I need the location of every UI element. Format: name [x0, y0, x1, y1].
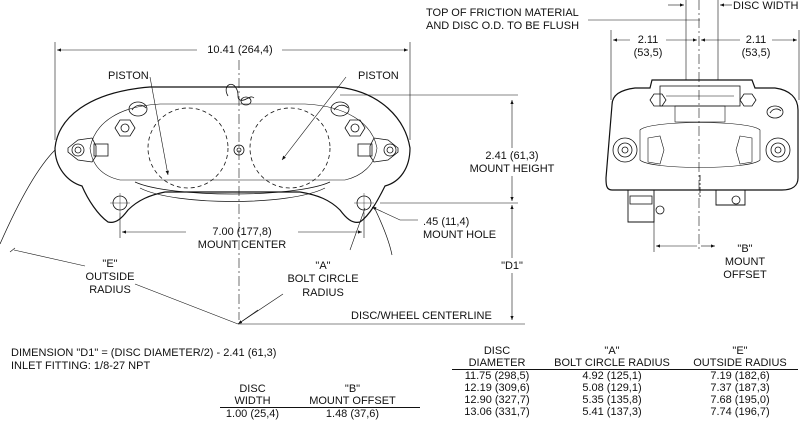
disc-size-table: DISC "A" "E" DIAMETER BOLT CIRCLE RADIUS… [452, 345, 798, 418]
mount-height-label: MOUNT HEIGHT [469, 163, 555, 175]
b-offset-line2: OFFSET [723, 269, 767, 281]
disc-cell-outside-radius: 7.68 (195,0) [710, 394, 770, 406]
disc-cell-bolt-radius: 5.35 (135,8) [582, 394, 642, 406]
disc-cell-bolt-radius: 5.08 (129,1) [582, 382, 642, 394]
table-row: 12.19 (309,6) 5.08 (129,1) 7.37 (187,3) [452, 382, 798, 394]
disc-cell-diameter: 12.19 (309,6) [464, 382, 530, 394]
side-logo-icon [766, 105, 784, 119]
disc-cell-diameter: 11.75 (298,5) [464, 370, 530, 382]
disc-header-top-disc: DISC [483, 345, 511, 357]
side-bleeder-right-icon [765, 137, 791, 163]
side-nut-left-icon [649, 93, 667, 107]
mount-hole-label: MOUNT HOLE [423, 229, 497, 241]
offset-header-width: WIDTH [234, 395, 271, 407]
piston-label-left: PISTON [108, 70, 149, 82]
disc-cell-bolt-radius: 4.92 (125,1) [582, 370, 642, 382]
table-row: 13.06 (331,7) 5.41 (137,3) 7.74 (196,7) [452, 406, 798, 418]
b-offset-quote: "B" [737, 243, 753, 255]
caliper-front-view [54, 83, 411, 223]
disc-cell-outside-radius: 7.37 (187,3) [710, 382, 770, 394]
e-radius-line1: OUTSIDE [85, 271, 135, 283]
disc-cell-diameter: 12.90 (327,7) [464, 394, 530, 406]
offset-cell-b: 1.48 (37,6) [325, 408, 380, 420]
disc-header-top-e: "E" [732, 345, 748, 357]
side-right-dimension-mm: (53,5) [741, 47, 771, 59]
side-left-dimension-in: 2.11 [637, 34, 659, 46]
disc-header-top-a: "A" [604, 345, 620, 357]
mount-hole-value: .45 (11,4) [423, 216, 470, 228]
d1-label: "D1" [501, 260, 523, 272]
side-bleeder-left-icon [612, 137, 638, 163]
table-row: 12.90 (327,7) 5.35 (135,8) 7.68 (195,0) [452, 394, 798, 406]
friction-note-line2: AND DISC O.D. TO BE FLUSH [426, 20, 580, 32]
mount-height-value: 2.41 (61,3) [485, 150, 539, 162]
disc-cell-bolt-radius: 5.41 (137,3) [582, 406, 642, 418]
d1-formula-note: DIMENSION "D1" = (DISC DIAMETER/2) - 2.4… [11, 347, 277, 359]
e-radius-line2: RADIUS [89, 284, 131, 296]
disc-header-bolt-circle: BOLT CIRCLE RADIUS [554, 357, 670, 369]
mount-center-label: MOUNT CENTER [197, 239, 287, 251]
piston-right-circle [249, 107, 331, 189]
centerline-label: DISC/WHEEL CENTERLINE [351, 310, 492, 322]
disc-width-label: DISC WIDTH [733, 0, 799, 12]
a-radius-line2: RADIUS [302, 287, 344, 299]
disc-cell-diameter: 13.06 (331,7) [464, 406, 530, 418]
table-row: 1.00 (25,4) 1.48 (37,6) [220, 408, 420, 420]
nut-right-icon [344, 119, 366, 137]
brand-logo-right-icon [330, 101, 350, 117]
mount-center-value: 7.00 (177,8) [212, 226, 272, 238]
disc-header-diameter: DIAMETER [468, 357, 526, 369]
bleeder-right-icon [357, 137, 399, 163]
a-radius-line1: BOLT CIRCLE [287, 273, 359, 285]
side-nut-right-icon [739, 93, 757, 107]
offset-header-top-b: "B" [344, 383, 361, 395]
piston-left-circle [147, 107, 229, 189]
disc-header-outside-radius: OUTSIDE RADIUS [693, 357, 787, 369]
offset-cell-width: 1.00 (25,4) [225, 408, 280, 420]
a-radius-quote: "A" [315, 260, 331, 272]
nut-left-icon [114, 119, 136, 137]
caliper-side-view [605, 79, 799, 223]
inlet-fitting-note: INLET FITTING: 1/8-27 NPT [11, 360, 151, 372]
offset-header-mount-offset: MOUNT OFFSET [309, 395, 396, 407]
pad-retainer-clip-icon [225, 83, 255, 106]
e-radius-quote: "E" [102, 258, 118, 270]
overall-length-dimension: 10.41 (264,4) [207, 44, 273, 56]
offset-header-top-disc: DISC [239, 383, 266, 395]
bleeder-left-icon [67, 137, 109, 163]
mount-offset-table: DISC "B" WIDTH MOUNT OFFSET 1.00 (25,4) … [220, 383, 420, 420]
b-offset-line1: MOUNT [724, 256, 766, 268]
side-right-dimension-in: 2.11 [745, 34, 767, 46]
table-row: 11.75 (298,5) 4.92 (125,1) 7.19 (182,6) [452, 370, 798, 382]
piston-label-right: PISTON [358, 70, 399, 82]
brand-logo-icon [128, 101, 148, 117]
disc-cell-outside-radius: 7.74 (196,7) [710, 406, 770, 418]
friction-note-line1: TOP OF FRICTION MATERIAL [426, 7, 579, 19]
side-left-dimension-mm: (53,5) [633, 47, 663, 59]
disc-cell-outside-radius: 7.19 (182,6) [710, 370, 770, 382]
